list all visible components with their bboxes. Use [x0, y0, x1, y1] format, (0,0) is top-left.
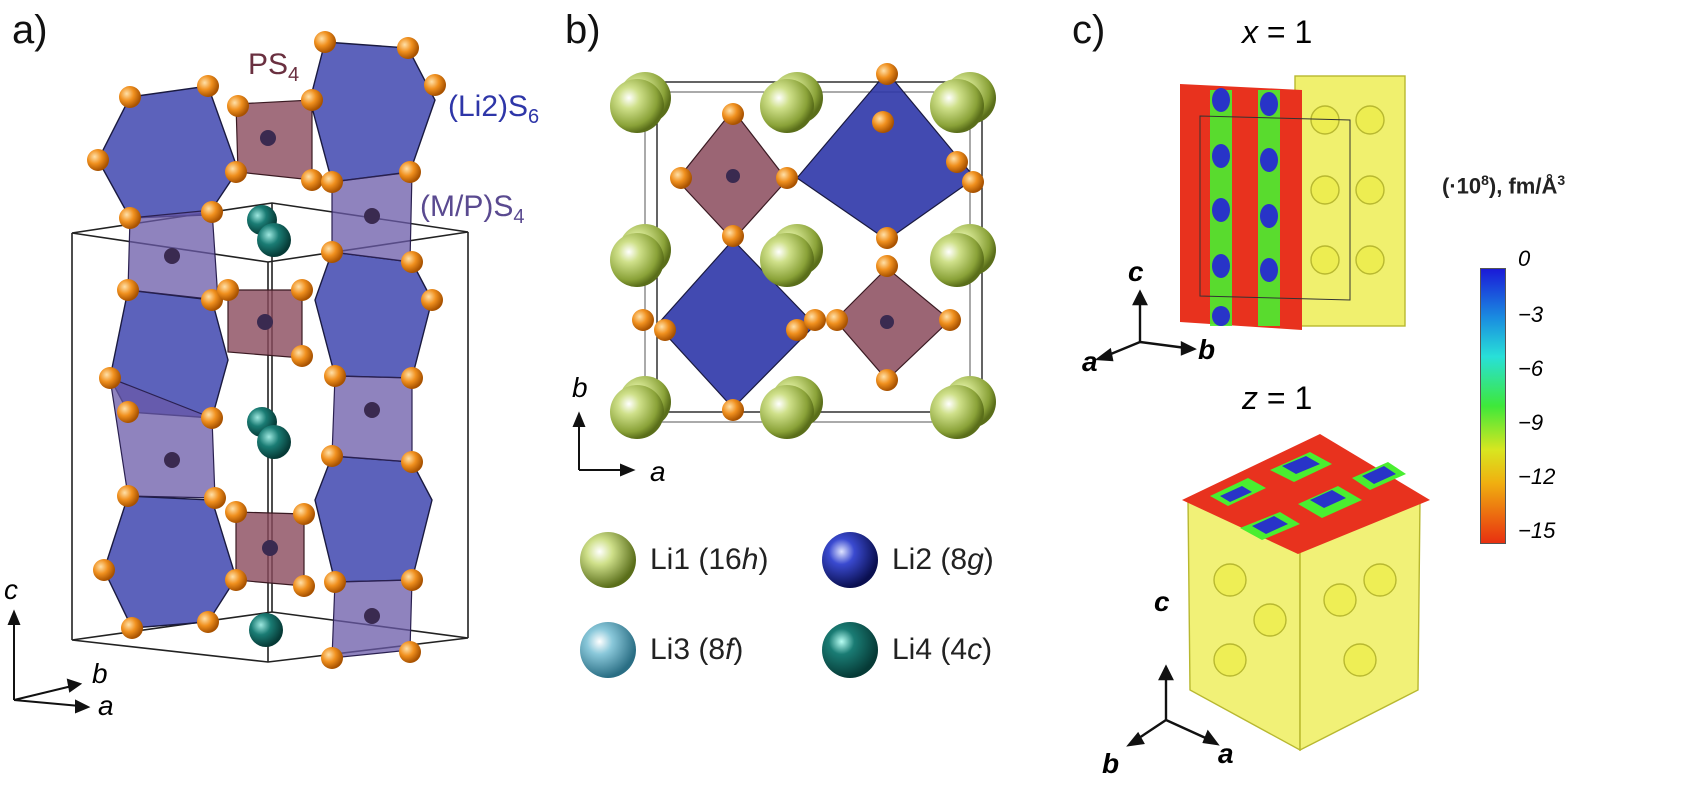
- panel-label-c: c): [1072, 8, 1106, 52]
- axis-c-label-a: c: [4, 574, 18, 605]
- bottom-isosurface: [1187, 498, 1421, 752]
- colorbar-tick-6: −6: [1518, 356, 1544, 381]
- li2-icon: [822, 532, 878, 588]
- colorbar: [1480, 268, 1506, 544]
- li2s6-polyhedra-right: [309, 41, 436, 583]
- li1-atoms: [610, 72, 996, 439]
- axis-a-label-top: a: [1082, 346, 1098, 377]
- axis-b-label-b: b: [572, 372, 588, 403]
- panel-b-structure: [572, 63, 996, 477]
- sulfur-atoms-b: [632, 63, 984, 421]
- panel-label-b: b): [565, 8, 601, 52]
- li4-atoms: [247, 205, 291, 647]
- axis-a-label-bottom: a: [1218, 738, 1234, 769]
- axis-b-label-bottom: b: [1102, 748, 1120, 779]
- colorbar-ticks: 0 −3 −6 −9 −12 −15: [1512, 240, 1572, 580]
- li3-icon: [580, 622, 636, 678]
- colorbar-tick-12: −12: [1518, 464, 1556, 489]
- axis-a-label-a: a: [98, 690, 114, 721]
- colorbar-tick-3: −3: [1518, 302, 1544, 327]
- li2s6-label: (Li2)S6: [448, 90, 540, 128]
- bottom-density-slice: [1182, 434, 1430, 554]
- mps4-label: (M/P)S4: [420, 190, 525, 228]
- axis-c-label-top: c: [1128, 256, 1144, 287]
- top-isosurface: [1294, 75, 1406, 327]
- sulfur-atoms: [87, 31, 446, 669]
- axis-b-label-top: b: [1198, 334, 1216, 365]
- colorbar-tick-0: 0: [1518, 246, 1531, 271]
- panel-label-a: a): [12, 8, 48, 52]
- colorbar-tick-9: −9: [1518, 410, 1544, 435]
- bottom-map-title: z = 1: [1242, 380, 1313, 416]
- panel-c-maps: [1094, 75, 1430, 752]
- axis-a-label-b: a: [650, 456, 666, 487]
- panel-a-structure: [7, 31, 469, 714]
- central-atoms: [164, 130, 380, 624]
- top-density-slice: [1180, 84, 1351, 330]
- ps4-label: PS4: [248, 48, 300, 86]
- axis-b-label-a: b: [92, 658, 108, 689]
- top-map-title: x = 1: [1242, 14, 1313, 50]
- li1-icon: [580, 532, 636, 588]
- li2s6-polyhedra-left: [97, 85, 239, 629]
- axis-c-label-bottom: c: [1154, 586, 1170, 617]
- colorbar-tick-15: −15: [1518, 518, 1556, 543]
- colorbar-unit: (·108), fm/Å3: [1442, 172, 1566, 199]
- panel-a-axes: [7, 609, 91, 714]
- li4-icon: [822, 622, 878, 678]
